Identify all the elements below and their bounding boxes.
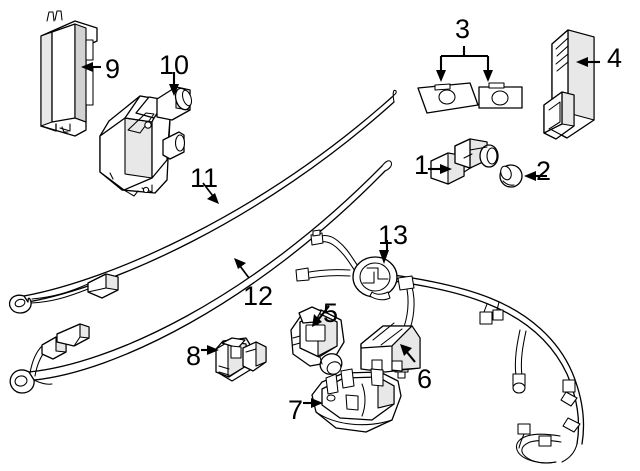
part-5-camera-connector <box>290 306 345 375</box>
leader-13 <box>379 240 389 264</box>
leader-6 <box>400 344 416 363</box>
leader-4 <box>576 57 600 67</box>
part-7-camera-bracket <box>311 368 402 433</box>
leader-7 <box>303 398 323 408</box>
part-9-electronic-control-unit <box>40 10 98 137</box>
callout-label-9: 9 <box>105 54 121 84</box>
part-8-wire-connector <box>215 337 267 382</box>
part-11-upper-cable <box>8 89 397 314</box>
callout-label-6: 6 <box>417 364 433 394</box>
part-6-protective-cover <box>360 322 421 373</box>
callout-label-1: 1 <box>414 150 430 180</box>
leader-1 <box>428 164 452 174</box>
leader-12 <box>234 258 250 279</box>
part-3-sensor-bracket-pair <box>417 82 523 114</box>
callout-label-10: 10 <box>159 50 190 80</box>
callout-label-13: 13 <box>378 220 409 250</box>
leader-2 <box>524 171 547 181</box>
callout-label-11: 11 <box>190 163 219 193</box>
callout-label-12: 12 <box>243 281 274 311</box>
part-1-parking-assist-sensor <box>430 138 499 185</box>
part-12-lower-cable <box>9 160 393 394</box>
leader-3 <box>436 46 493 82</box>
callout-label-3: 3 <box>455 14 471 44</box>
part-4-control-module <box>543 29 595 140</box>
callout-label-2: 2 <box>536 156 552 186</box>
leader-8 <box>201 345 219 355</box>
leader-5 <box>312 305 330 327</box>
callout-label-8: 8 <box>186 341 202 371</box>
callout-label-4: 4 <box>607 43 623 73</box>
leader-9 <box>81 62 101 72</box>
callout-label-7: 7 <box>288 395 304 425</box>
leader-10 <box>169 72 179 96</box>
part-10-lock-actuator <box>99 86 193 197</box>
leader-11 <box>202 182 219 204</box>
callout-label-5: 5 <box>323 298 339 328</box>
part-2-sensor-retainer-cap <box>499 164 523 188</box>
